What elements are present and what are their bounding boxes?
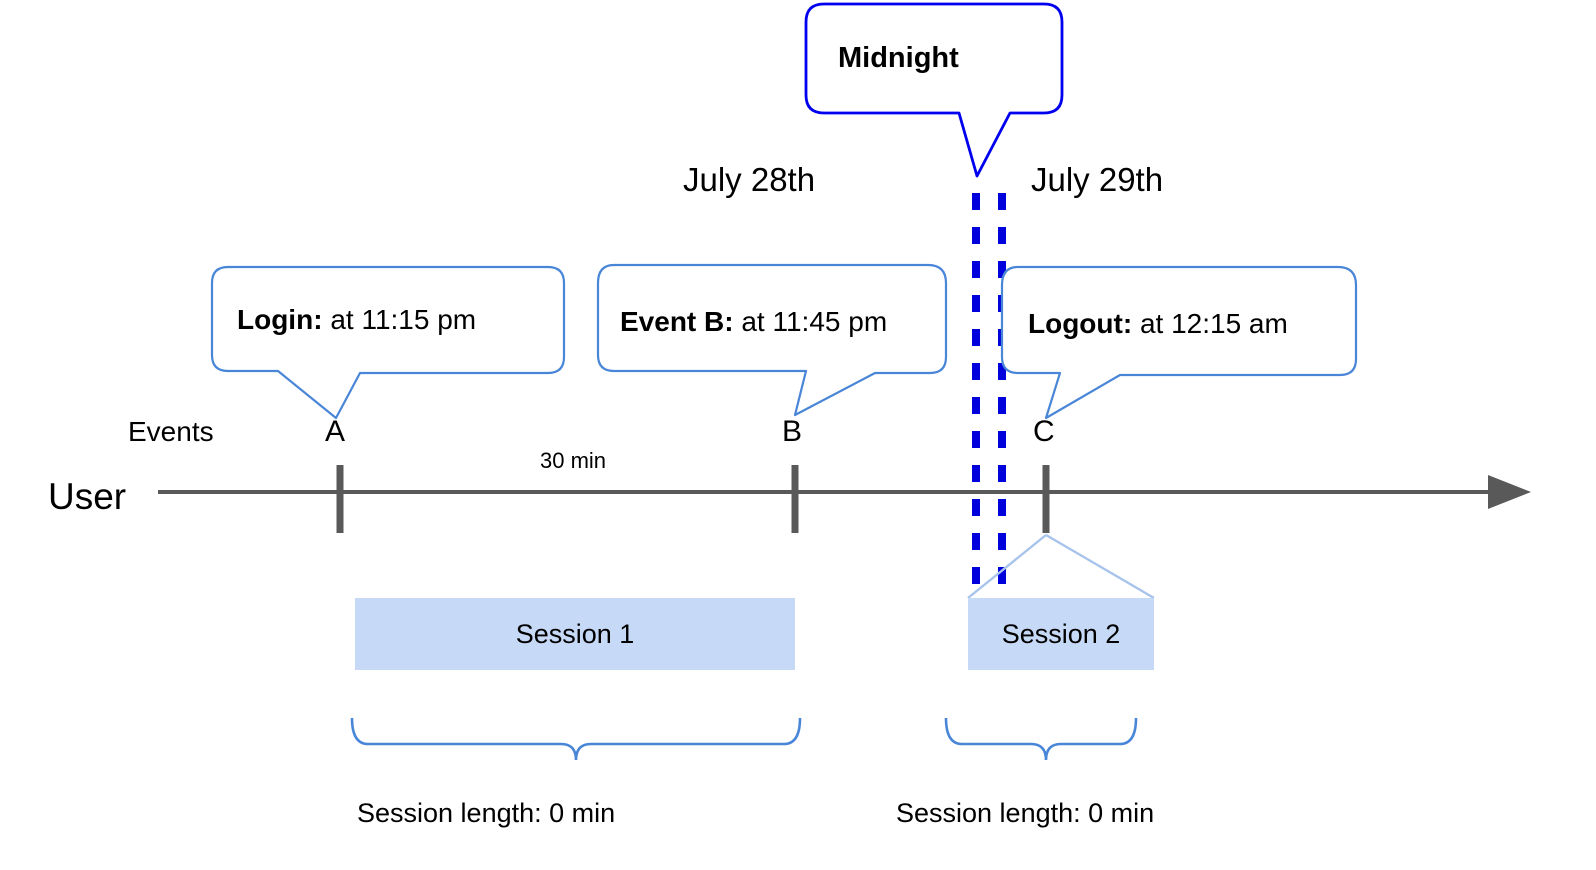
midnight-day-boundary [972, 193, 1006, 585]
eventb-callout-bubble [596, 263, 948, 417]
session1-label: Session 1 [515, 619, 635, 649]
point-label-c: C [1033, 415, 1055, 448]
session1-bar [355, 598, 795, 670]
session2-connector-right [1045, 533, 1155, 600]
login-callout-bubble [210, 265, 566, 420]
session2-connector [967, 533, 1155, 600]
midnight-callout [804, 2, 1064, 178]
session2-label: Session 2 [1001, 619, 1121, 649]
logout-callout-text: Logout: at 12:15 am [1028, 310, 1288, 338]
logout-callout-bubble [1000, 265, 1358, 420]
login-callout-detail-text: at 11:15 pm [330, 304, 477, 335]
session2-connector-left [967, 534, 1047, 599]
date-label-left: July 28th [683, 161, 816, 198]
eventb-callout-title: Event B: [620, 306, 734, 337]
logout-callout-detail-text: at 12:15 am [1139, 308, 1288, 339]
logout-callout [1000, 265, 1358, 420]
events-label: Events [128, 416, 214, 447]
eventb-callout [596, 263, 948, 417]
axis-arrowhead-icon [1488, 475, 1531, 509]
logout-callout-title: Logout: [1028, 308, 1133, 339]
session2-brace-path [944, 717, 1138, 761]
session2-length-label: Session length: 0 min [896, 798, 1155, 828]
login-callout-text: Login: at 11:15 pm [237, 306, 476, 334]
point-label-b: B [782, 415, 803, 448]
event-ticks [336, 465, 1050, 533]
gap-duration-label: 30 min [540, 448, 607, 473]
session2-brace [944, 717, 1138, 761]
midnight-label: Midnight [838, 42, 959, 74]
session1-brace-path [350, 717, 802, 761]
eventb-callout-text: Event B: at 11:45 pm [620, 308, 887, 336]
login-callout-title: Login: [237, 304, 323, 335]
session2-bar [968, 598, 1154, 670]
date-label-right: July 29th [1031, 161, 1164, 198]
login-callout [210, 265, 566, 420]
session1-brace [350, 717, 802, 761]
session1-length-label: Session length: 0 min [357, 798, 616, 828]
eventb-callout-detail-text: at 11:45 pm [741, 306, 888, 337]
axis-label-user: User [48, 476, 127, 517]
point-label-a: A [325, 415, 346, 448]
midnight-callout-bubble [804, 2, 1064, 178]
timeline-axis [158, 475, 1531, 509]
